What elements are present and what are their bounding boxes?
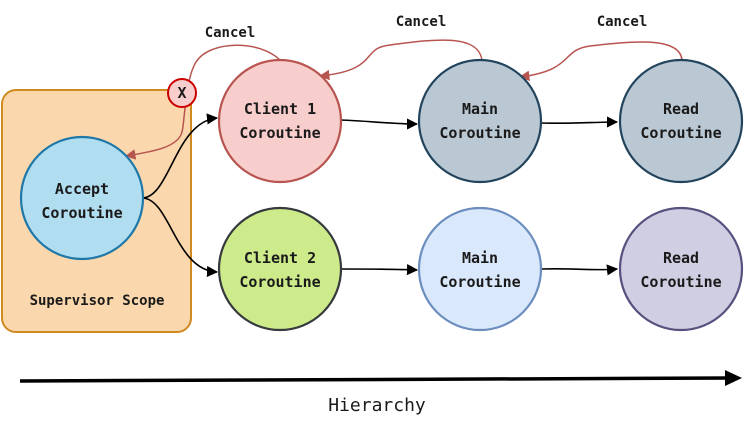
node-main1-line1: Main [462,100,498,118]
node-client1-line2: Coroutine [239,124,320,142]
node-read2 [618,206,744,332]
node-main2 [417,206,543,332]
node-main2-line2: Coroutine [439,273,520,291]
cancel-arrow-read1-to-main1 [518,41,683,82]
cancel-label-3: Cancel [597,14,648,30]
node-client1 [217,58,343,184]
cancel-marker-label: X [177,84,186,102]
node-client2-line2: Coroutine [239,273,320,291]
node-read1-line2: Coroutine [640,124,721,142]
node-accept-line2: Coroutine [41,204,122,222]
node-client2 [217,206,343,332]
node-client1-line1: Client 1 [244,100,316,118]
hierarchy-axis-arrow [19,376,731,383]
hierarchy-label: Hierarchy [328,395,426,416]
node-client2-line1: Client 2 [244,249,316,267]
edge-accept-to-client1 [141,113,219,199]
edge-main1-to-read1 [540,116,619,128]
cancel-label-2: Cancel [396,14,447,30]
cancel-label-1: Cancel [205,25,256,41]
edge-client2-to-main2 [339,264,419,276]
edge-main2-to-read2 [540,264,619,276]
node-read1 [618,58,744,184]
edge-accept-to-client2 [141,197,219,278]
supervisor-scope-label: Supervisor Scope [30,293,165,309]
node-main1-line2: Coroutine [439,124,520,142]
node-main2-line1: Main [462,249,498,267]
cancel-marker [167,78,197,108]
node-read2-line2: Coroutine [640,273,721,291]
cancel-arrow-main1-to-client1 [318,39,483,81]
edge-client1-to-main1 [339,118,419,130]
node-read2-line1: Read [663,249,699,267]
node-accept [19,135,145,261]
hierarchy-axis-arrowhead [725,370,742,386]
node-read1-line1: Read [663,100,699,118]
node-accept-line1: Accept [55,180,109,198]
node-main1 [417,58,543,184]
